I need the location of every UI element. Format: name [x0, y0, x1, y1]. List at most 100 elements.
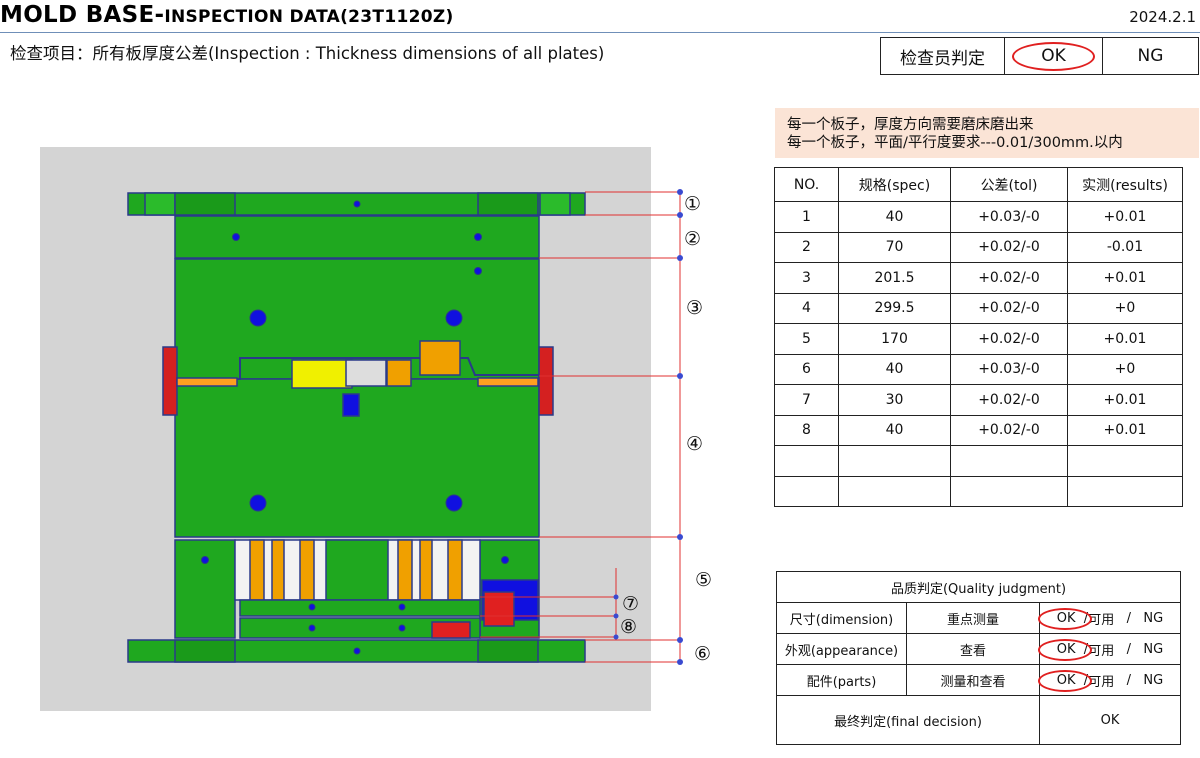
- separator: /: [1126, 672, 1131, 688]
- cell-tol: +0.03/-0: [950, 353, 1068, 385]
- label-1: ①: [684, 193, 701, 215]
- bottom-rib-left: [174, 639, 236, 663]
- quality-result: OK /可用 / NG: [1038, 602, 1181, 634]
- clamp-slot-right: [539, 192, 571, 216]
- cell-spec: 40: [838, 353, 951, 385]
- cell-spec: 299.5: [838, 292, 951, 324]
- quality-method: 查看: [906, 633, 1040, 665]
- plate-2: [174, 215, 540, 259]
- cell-tol: +0.02/-0: [950, 231, 1068, 263]
- quality-row: 外观(appearance) 查看 OK /可用 / NG: [776, 633, 1181, 665]
- insert-grey: [345, 359, 387, 387]
- cell-spec: 40: [838, 414, 951, 446]
- bolt-hole: [353, 200, 361, 208]
- cell-tol: +0.02/-0: [950, 262, 1068, 294]
- cell-result: +0.01: [1067, 323, 1183, 355]
- cell-no: 7: [774, 384, 839, 416]
- label-5: ⑤: [695, 569, 712, 591]
- cell-no: [774, 475, 839, 507]
- col-header-no: NO.: [774, 167, 839, 202]
- bolt-hole: [474, 233, 482, 241]
- ejector-plate: [239, 617, 481, 639]
- inspector-ok-text: OK: [1041, 46, 1066, 66]
- bolt-hole: [501, 556, 509, 564]
- label-2: ②: [684, 228, 701, 250]
- label-8: ⑧: [620, 616, 637, 638]
- bottom-rib-right: [477, 639, 539, 663]
- inspector-ng-cell: NG: [1137, 46, 1164, 66]
- quality-result: OK /可用 / NG: [1038, 633, 1181, 665]
- cell-spec: [838, 475, 951, 507]
- table-row-empty: [774, 475, 1183, 507]
- cell-result: +0.01: [1067, 201, 1183, 233]
- inspection-item-subtitle: 检查项目：所有板厚度公差(Inspection : Thickness dime…: [10, 44, 605, 63]
- bolt-hole: [474, 267, 482, 275]
- pin-4: [397, 539, 413, 601]
- ng-option: NG: [1143, 641, 1164, 657]
- label-7: ⑦: [622, 593, 639, 615]
- cell-result: +0.01: [1067, 262, 1183, 294]
- housing-left: [174, 539, 236, 639]
- bolt-hole: [445, 494, 463, 512]
- title-main: MOLD BASE-: [0, 2, 165, 28]
- bolt-hole: [398, 624, 406, 632]
- bolt-hole: [308, 624, 316, 632]
- usable-option: 可用: [1088, 643, 1115, 659]
- quality-judgment-table: 品质判定(Quality judgment) 尺寸(dimension) 重点测…: [776, 571, 1181, 745]
- bolt-hole: [201, 556, 209, 564]
- bolt-hole: [308, 603, 316, 611]
- label-4: ④: [686, 433, 703, 455]
- pin-5: [419, 539, 433, 601]
- cell-result: [1067, 475, 1183, 507]
- final-decision-row: 最终判定(final decision) OK: [776, 695, 1181, 745]
- cell-spec: 170: [838, 323, 951, 355]
- clamp-rib-left: [174, 192, 236, 216]
- insert-orange-top: [419, 340, 461, 376]
- separator: /: [1083, 610, 1089, 626]
- strip-right: [477, 377, 539, 387]
- cell-tol: +0.03/-0: [950, 201, 1068, 233]
- separator: /: [1126, 610, 1131, 626]
- quality-title: 品质判定(Quality judgment): [776, 571, 1181, 603]
- cell-result: +0.01: [1067, 384, 1183, 416]
- quality-result: OK /可用 / NG: [1038, 664, 1181, 696]
- separator: /: [1083, 641, 1089, 657]
- pin-1: [249, 539, 265, 601]
- usable-option: 可用: [1088, 612, 1115, 628]
- col-header-results: 实测(results): [1067, 167, 1183, 202]
- ok-option: OK: [1056, 610, 1076, 626]
- pin-3: [299, 539, 315, 601]
- header-divider: [0, 32, 1200, 33]
- cell-tol: [950, 445, 1068, 477]
- final-decision-label: 最终判定(final decision): [776, 695, 1040, 745]
- ok-option: OK: [1056, 641, 1076, 657]
- bolt-hole: [249, 309, 267, 327]
- ok-option: OK: [1056, 672, 1076, 688]
- cell-no: [774, 445, 839, 477]
- document-date: 2024.2.1: [1129, 8, 1196, 26]
- block-red-right: [483, 591, 515, 627]
- ng-option: NG: [1143, 610, 1164, 626]
- label-3: ③: [686, 297, 703, 319]
- side-lock-right: [538, 346, 554, 416]
- bolt-hole: [398, 603, 406, 611]
- label-6: ⑥: [694, 643, 711, 665]
- block-blue-center: [342, 393, 360, 417]
- pin-6: [447, 539, 463, 601]
- bolt-hole: [353, 647, 361, 655]
- cell-spec: [838, 445, 951, 477]
- cell-tol: +0.02/-0: [950, 323, 1068, 355]
- quality-method: 重点测量: [906, 602, 1040, 634]
- separator: /: [1083, 672, 1089, 688]
- col-header-spec: 规格(spec): [838, 167, 951, 202]
- quality-row: 配件(parts) 测量和查看 OK /可用 / NG: [776, 664, 1181, 696]
- insert-yellow: [291, 359, 353, 389]
- quality-title-row: 品质判定(Quality judgment): [776, 571, 1181, 603]
- bolt-hole: [232, 233, 240, 241]
- cell-spec: 40: [838, 201, 951, 233]
- cell-tol: +0.02/-0: [950, 384, 1068, 416]
